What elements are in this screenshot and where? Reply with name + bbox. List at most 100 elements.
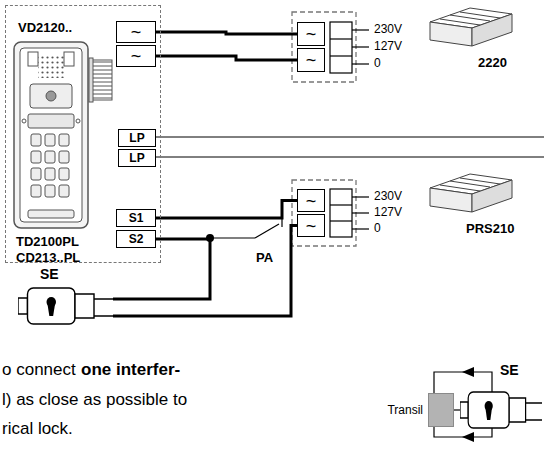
wire xyxy=(113,239,210,299)
door-station xyxy=(45,134,55,146)
din-module xyxy=(430,188,472,212)
voltage-label: 127V xyxy=(374,206,402,219)
door-station xyxy=(64,52,74,66)
note-text: one interfer- xyxy=(81,361,180,380)
terminal-box: ~ xyxy=(297,48,325,72)
voltage-label: 127V xyxy=(374,40,402,53)
terminal-box: S1 xyxy=(116,209,156,227)
module-outline xyxy=(292,180,356,246)
door-station xyxy=(14,42,88,228)
component-label: Transil xyxy=(387,403,423,417)
voltage-label: 0 xyxy=(374,57,381,70)
camera-module xyxy=(92,60,112,100)
pa-switch xyxy=(255,224,279,238)
terminal-label: LP xyxy=(129,152,144,164)
voltage-label: 230V xyxy=(374,190,402,203)
wire xyxy=(156,201,297,219)
door-station xyxy=(28,114,74,128)
note-text: o connect xyxy=(2,361,76,380)
door-station xyxy=(20,48,82,222)
terminal-block xyxy=(352,196,369,197)
door-station xyxy=(45,185,55,197)
terminal-label: S2 xyxy=(129,233,144,245)
door-station xyxy=(14,42,88,228)
terminal-block xyxy=(330,189,352,237)
wire xyxy=(156,56,297,60)
terminal-box: LP xyxy=(118,129,156,147)
terminal-block xyxy=(352,63,369,64)
din-module xyxy=(440,185,480,191)
terminal-block xyxy=(352,212,369,213)
wire xyxy=(113,226,297,317)
arrowhead xyxy=(462,367,474,377)
terminal-box: ~ xyxy=(116,21,156,43)
terminal-label: ~ xyxy=(306,51,317,69)
device-name: PRS210 xyxy=(466,222,514,236)
voltage-label: 230V xyxy=(374,23,402,36)
door-station xyxy=(31,168,41,180)
terminal-box: ~ xyxy=(297,214,325,237)
terminal-block xyxy=(352,228,369,229)
door-station xyxy=(31,151,41,163)
note-text: l) as close as possible to xyxy=(2,391,187,410)
door-station xyxy=(45,151,55,163)
terminal-block xyxy=(330,22,369,237)
wire xyxy=(156,32,297,34)
door-station xyxy=(59,151,69,163)
terminal-label: ~ xyxy=(131,23,142,41)
camera-module xyxy=(89,58,112,102)
pa-switch xyxy=(210,237,255,238)
lock-label: SE xyxy=(500,362,519,378)
door-station xyxy=(28,210,74,218)
model-list: TD2100PL CD213..PL xyxy=(16,234,94,266)
din-module xyxy=(430,8,512,212)
lp-wire xyxy=(155,157,544,158)
terminal-label: ~ xyxy=(306,217,317,235)
terminal-block xyxy=(330,204,352,205)
din-module xyxy=(460,178,500,184)
camera-module xyxy=(89,58,93,102)
door-station xyxy=(59,185,69,197)
pa-switch xyxy=(210,217,282,238)
door-station xyxy=(76,119,80,123)
door-station xyxy=(38,56,64,78)
module-outline xyxy=(292,12,356,82)
terminal-box: ~ xyxy=(297,189,325,212)
terminal-box: ~ xyxy=(297,22,325,46)
terminal-label: ~ xyxy=(131,47,142,65)
din-module xyxy=(460,12,500,18)
terminal-block xyxy=(330,220,352,221)
device-panel: VD2120..TD2100PL CD213..PL~~LPLPS1S2 xyxy=(5,5,161,263)
lock-symbol xyxy=(18,286,113,326)
door-station xyxy=(31,134,41,146)
terminal-block xyxy=(352,29,369,30)
door-station xyxy=(46,91,56,101)
terminal-block xyxy=(330,55,352,56)
door-station xyxy=(22,119,26,123)
electric-lock: SE xyxy=(460,358,542,430)
terminal-block xyxy=(330,22,352,73)
door-station xyxy=(59,168,69,180)
terminal-label: ~ xyxy=(306,192,317,210)
lock-label: SE xyxy=(40,266,59,282)
arrowhead xyxy=(462,432,474,442)
lp-wire xyxy=(155,137,544,157)
terminal-label: LP xyxy=(129,132,144,144)
din-module xyxy=(440,19,480,25)
terminal-box: LP xyxy=(118,149,156,167)
wire xyxy=(454,409,460,410)
terminal-box: S2 xyxy=(116,230,156,248)
terminal-block xyxy=(330,38,352,39)
terminal-label: ~ xyxy=(306,25,317,43)
door-station xyxy=(31,134,69,197)
lp-wire xyxy=(155,137,544,138)
voltage-label: 0 xyxy=(374,222,381,235)
transil-diode: Transil xyxy=(428,393,454,427)
note-text: rical lock. xyxy=(2,420,73,439)
switch-label: PA xyxy=(256,251,273,265)
door-station xyxy=(28,52,38,66)
module-outline xyxy=(292,12,356,246)
device-name: 2220 xyxy=(478,56,507,70)
door-station xyxy=(30,84,72,108)
